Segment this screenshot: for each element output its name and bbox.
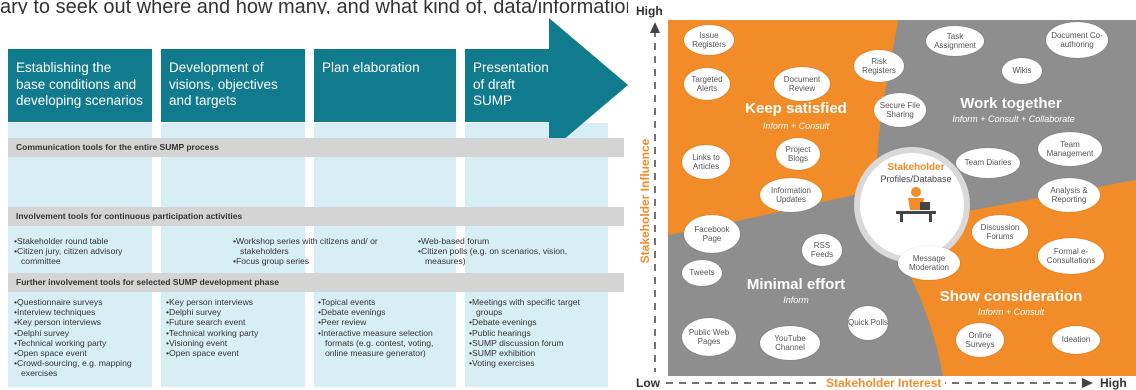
bubble-links-to-articles: Links to Articles [682,145,730,179]
cropped-top-text: ary to seek out where and how many, and … [0,0,628,14]
list-item: Web-based forum [418,236,593,246]
bubble-team-management: Team Management [1038,132,1102,166]
bubble-risk-registers: Risk Registers [854,50,904,82]
x-axis-high-label: High [1100,376,1127,390]
further-list-4: Meetings with specific target groups Deb… [469,297,607,368]
y-axis-title: Stakeholder Influence [638,136,652,266]
further-list-3: Topical events Debate evenings Peer revi… [318,297,454,358]
phase-2-label: Development of visions, objectives and t… [161,49,305,122]
stakeholder-matrix: High Low High Stakeholder Interest Stake… [636,0,1136,390]
bubble-online-surveys: Online Surveys [956,323,1004,357]
phase-4-extension [549,49,551,122]
list-item: Key person interviews [166,297,304,307]
bubble-issue-registers: Issue Registers [684,25,734,55]
bubble-rss-feeds: RSS Feeds [802,234,842,266]
list-item: SUMP exhibition [469,348,607,358]
list-item: Citizen polls (e.g. on scenarios, vision… [418,246,593,266]
list-item: Technical working party [166,328,304,338]
list-item: Interview techniques [14,307,152,317]
bubble-analysis-reporting: Analysis & Reporting [1038,178,1100,212]
list-item: Debate evenings [318,307,454,317]
phase-1-label: Establishing the base conditions and dev… [8,49,152,122]
list-item: SUMP discussion forum [469,338,607,348]
bubble-facebook-page: Facebook Page [684,215,740,253]
bubble-ideation: Ideation [1052,326,1100,354]
show-consideration-title: Show consideration [939,288,1083,305]
list-item: Open space event [14,348,152,358]
minimal-effort-subtitle: Inform [783,295,809,305]
work-together-subtitle: Inform + Consult + Collaborate [952,114,1075,124]
list-item: Workshop series with citizens and/ or st… [233,236,405,256]
list-item: Technical working party [14,338,152,348]
further-tools-band: Further involvement tools for selected S… [8,273,624,292]
bubble-message-moderation: Message Moderation [898,246,960,280]
list-item: Debate evenings [469,317,607,327]
minimal-effort-title: Minimal effort [746,276,846,293]
bubble-document-review: Document Review [774,67,830,101]
continuous-list-3: Web-based forum Citizen polls (e.g. on s… [418,236,593,267]
bubble-public-web-pages: Public Web Pages [682,318,736,356]
list-item: Stakeholder round table [14,236,149,246]
work-together-title: Work together [960,95,1062,112]
show-consideration-subtitle: Inform + Consult [977,307,1045,317]
person-at-desk-icon [896,187,936,222]
keep-satisfied-title: Keep satisfied [745,100,847,117]
bubble-secure-file-sharing: Secure File Sharing [874,93,926,127]
y-axis-arrow-icon [650,22,660,33]
bubble-team-diaries: Team Diaries [956,148,1020,178]
arrow-head [549,18,628,152]
bubble-task-assignment: Task Assignment [926,26,984,56]
list-item: Voting exercises [469,358,607,368]
bubble-tweets: Tweets [682,260,722,286]
list-item: Meetings with specific target groups [469,297,607,317]
list-item: Crowd-sourcing, e.g. mapping exercises [14,358,152,378]
list-item: Open space event [166,348,304,358]
y-axis-high-label: High [636,4,663,18]
list-item: Delphi survey [166,307,304,317]
phase-3-label: Plan elaboration [314,49,456,122]
list-item: Key person interviews [14,317,152,327]
further-list-1: Questionnaire surveys Interview techniqu… [14,297,152,379]
list-item: Public hearings [469,328,607,338]
communication-tools-band: Communication tools for the entire SUMP … [8,138,624,157]
list-item: Focus group series [233,256,405,266]
bubble-discussion-forums: Discussion Forums [972,215,1028,249]
further-list-2: Key person interviews Delphi survey Futu… [166,297,304,358]
list-item: Peer review [318,317,454,327]
bubble-information-updates: Information Updates [760,178,822,212]
bubble-formal-econsultations: Formal e-Consultations [1038,238,1104,274]
sump-involvement-diagram: ary to seek out where and how many, and … [0,0,628,390]
list-item: Interactive measure selection formats (e… [318,328,454,359]
list-item: Questionnaire surveys [14,297,152,307]
keep-satisfied-subtitle: Inform + Consult [762,121,830,131]
bubble-youtube-channel: YouTube Channel [760,326,820,360]
continuous-list-1: Stakeholder round table Citizen jury, ci… [14,236,149,267]
list-item: Topical events [318,297,454,307]
list-item: Delphi survey [14,328,152,338]
x-axis-arrow-icon [1082,378,1093,388]
bubble-targeted-alerts: Targeted Alerts [684,68,730,100]
phase-4-label: Presentation of draft SUMP [465,49,549,122]
bubble-quick-polls: Quick Polls [848,306,888,340]
center-subtitle: Profiles/Database [880,174,952,184]
continuous-tools-band: Involvement tools for continuous partici… [8,207,624,226]
bubble-document-coauthoring: Document Co-authoring [1046,22,1108,58]
list-item: Future search event [166,317,304,327]
list-item: Visioning event [166,338,304,348]
x-axis-title: Stakeholder Interest [822,376,946,390]
bubble-wikis: Wikis [1002,58,1042,84]
center-title: Stakeholder [887,162,945,173]
bubble-project-blogs: Project Blogs [776,138,820,170]
continuous-list-2: Workshop series with citizens and/ or st… [233,236,405,267]
x-axis-low-label: Low [636,376,660,390]
list-item: Citizen jury, citizen advisory committee [14,246,149,266]
